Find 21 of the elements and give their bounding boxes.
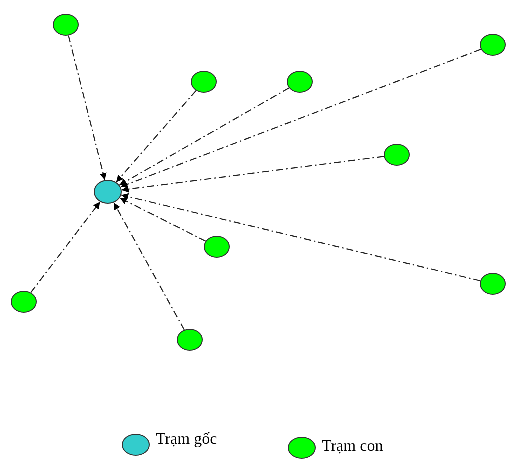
sub-station-circle	[177, 329, 203, 351]
sub-station-circle	[53, 14, 79, 36]
sub-station-circle	[11, 291, 37, 313]
dash-dot-arrow	[120, 198, 206, 242]
base-station-circle	[94, 180, 122, 204]
sub-station-circle	[384, 144, 410, 166]
dash-dot-arrow	[119, 88, 290, 186]
dash-dot-arrow	[116, 90, 197, 183]
sub-station-circle	[191, 71, 217, 93]
legend-label: Trạm con	[322, 438, 384, 456]
dash-dot-arrow	[114, 202, 185, 330]
dash-dot-arrow	[122, 156, 384, 193]
dash-dot-arrow	[120, 49, 482, 188]
dash-dot-arrow	[121, 193, 481, 282]
sub-station-circle	[480, 34, 506, 56]
sub-station-circle	[204, 236, 230, 258]
dash-dot-arrow	[68, 36, 107, 180]
dash-dot-arrow	[30, 202, 101, 294]
legend-label: Trạm gốc	[156, 431, 218, 449]
sub-station-circle	[287, 71, 313, 93]
sub-station-circle	[480, 273, 506, 295]
